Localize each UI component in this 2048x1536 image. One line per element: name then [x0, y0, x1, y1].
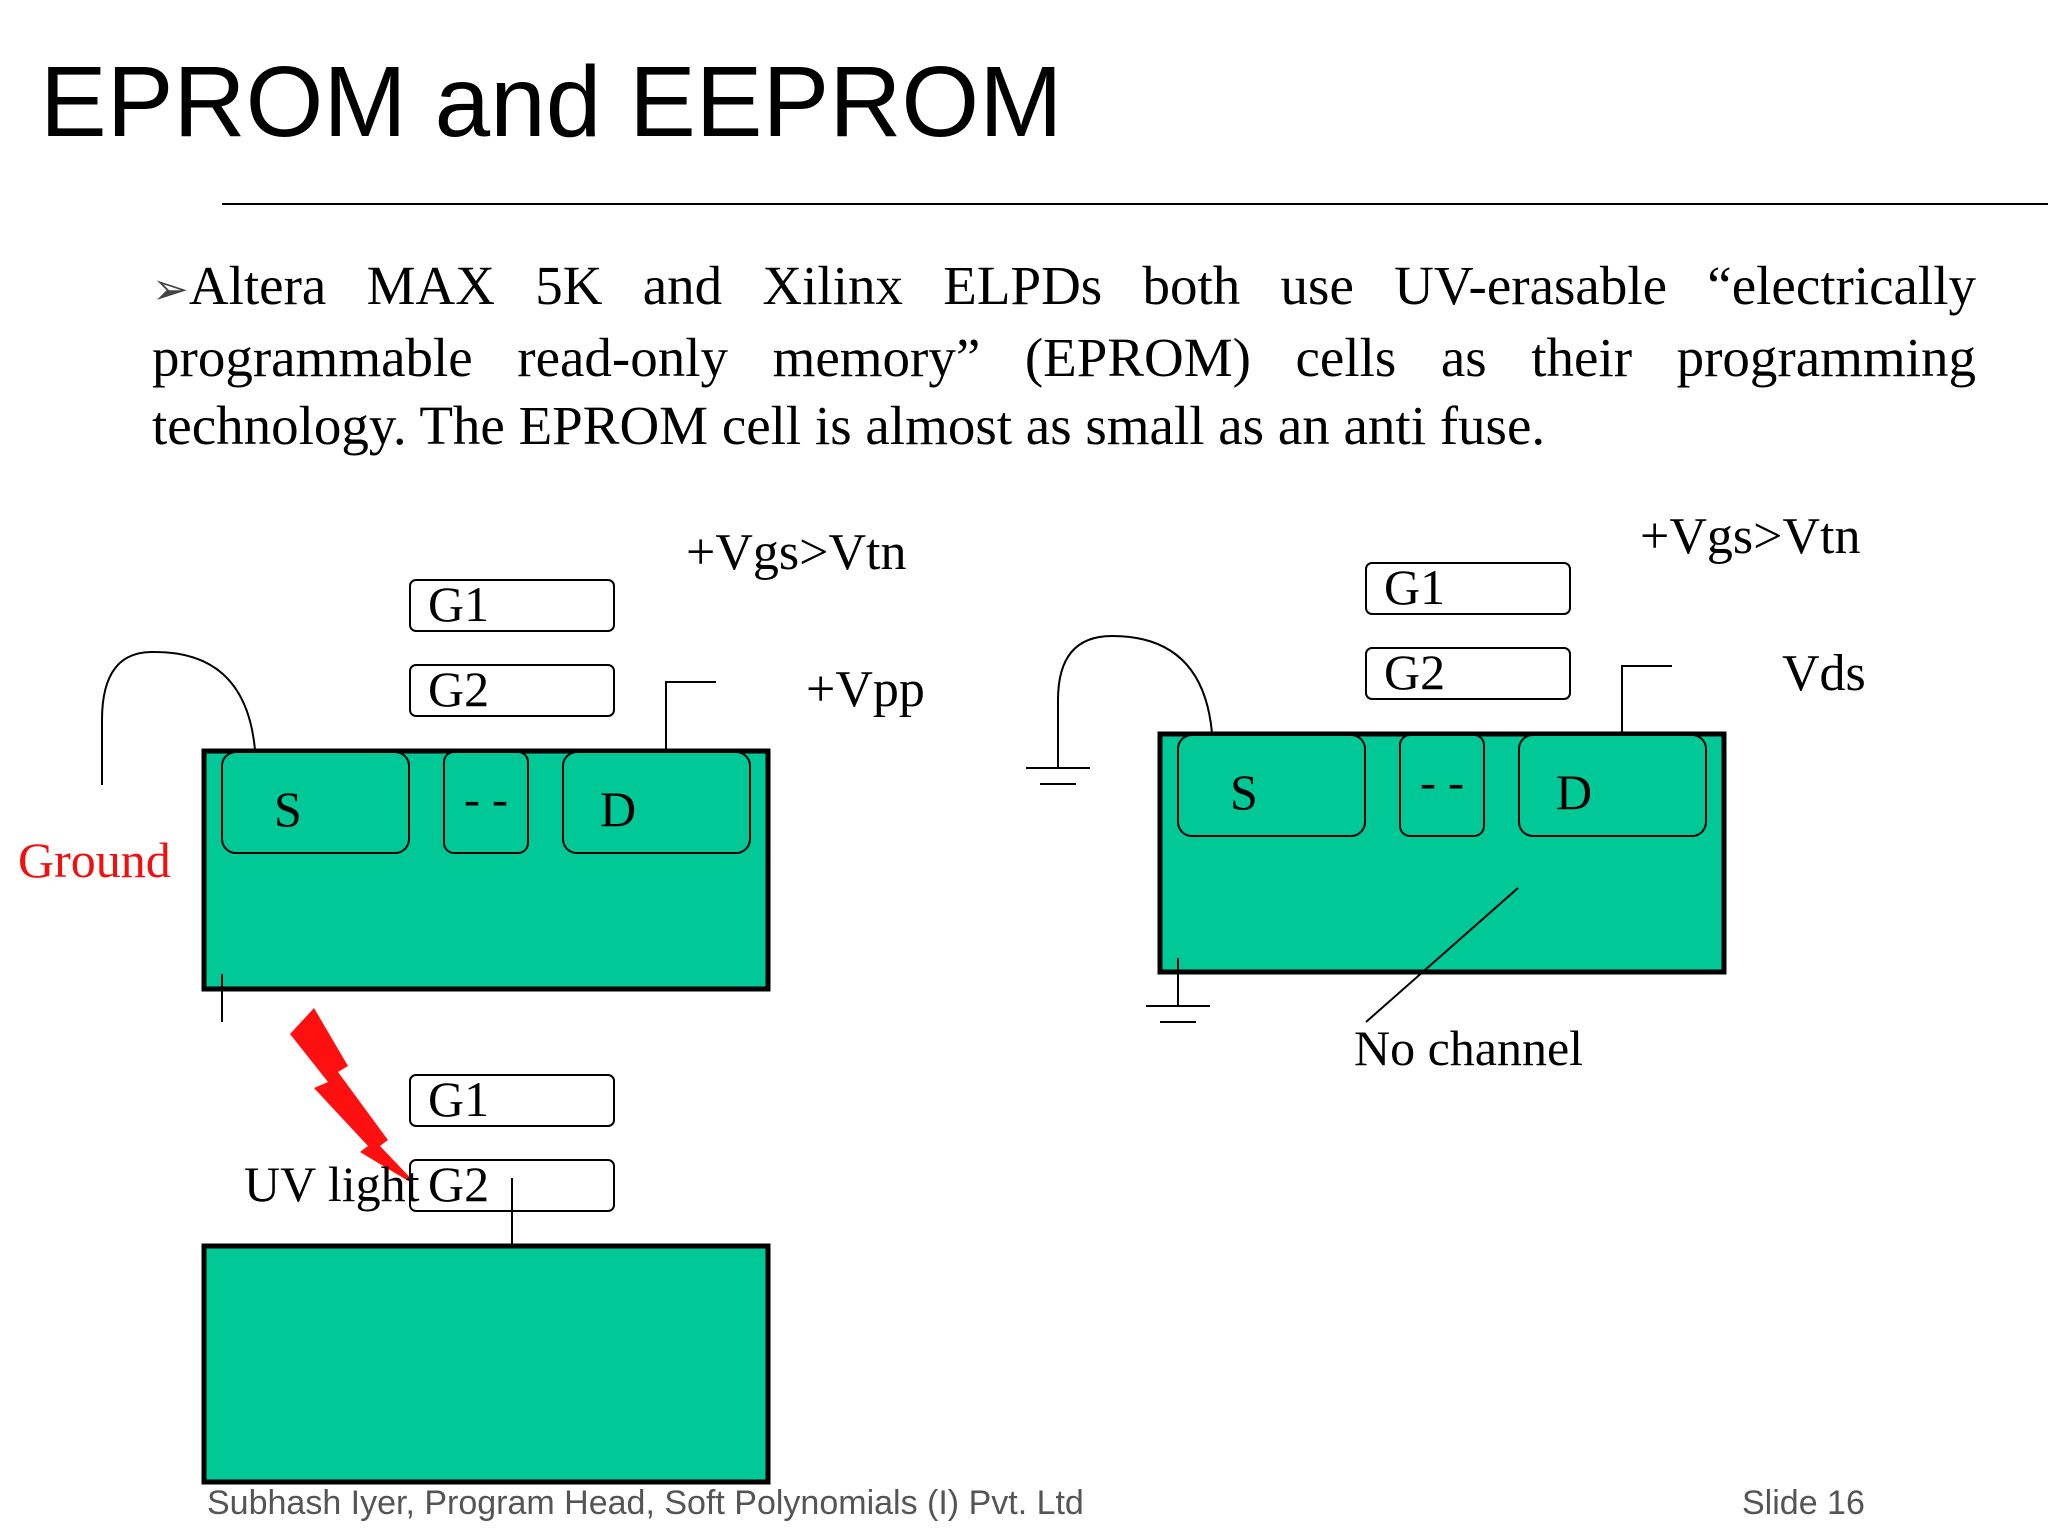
no-channel-label: No channel — [1354, 1020, 1583, 1076]
uv-light-label: UV light — [244, 1156, 420, 1212]
no-channel-pointer-line — [1365, 887, 1519, 1023]
erase-cell: G1 G2 UV light — [201, 1008, 771, 1485]
right-drain-voltage-label: Vds — [1782, 645, 1866, 702]
left-gate1-label: G1 — [428, 576, 489, 632]
right-gate2-label: G2 — [1384, 644, 1445, 700]
right-channel-region — [1399, 734, 1485, 837]
left-drain-voltage-label: +Vpp — [806, 661, 925, 718]
left-source-region — [221, 751, 410, 854]
left-source-label: S — [274, 781, 302, 837]
left-gate2-box — [409, 664, 615, 717]
bullet-text: Altera MAX 5K and Xilinx ELPDs both use … — [152, 255, 1976, 456]
right-source-region — [1177, 734, 1366, 837]
left-drain-label: D — [600, 781, 636, 837]
right-cell: +Vgs>Vtn G1 G2 Vds S - - D — [1026, 508, 1866, 1076]
erase-gate2-label: G2 — [428, 1156, 489, 1212]
slide-title: EPROM and EEPROM — [40, 46, 1063, 158]
right-source-wire — [1057, 634, 1213, 768]
right-body-ground-icon — [1146, 1005, 1210, 1023]
left-ground-label: Ground — [18, 832, 171, 888]
left-cell: +Vgs>Vtn G1 G2 +Vpp S - - D Ground — [18, 524, 925, 1022]
right-channel-label: - - — [1420, 756, 1464, 809]
right-gate2-box — [1365, 647, 1571, 700]
right-source-ground-icon — [1026, 767, 1090, 785]
right-gate-voltage-label: +Vgs>Vtn — [1640, 508, 1860, 565]
left-channel-label: - - — [464, 773, 508, 826]
erase-gate1-box — [409, 1074, 615, 1127]
right-drain-wire — [1621, 665, 1672, 733]
right-drain-region — [1518, 734, 1707, 837]
left-gate-voltage-label: +Vgs>Vtn — [686, 524, 906, 581]
left-gate1-box — [409, 579, 615, 632]
erase-gate1-label: G1 — [428, 1071, 489, 1127]
footer-author: Subhash Iyer, Program Head, Soft Polynom… — [207, 1484, 1084, 1522]
right-gate1-label: G1 — [1384, 559, 1445, 615]
arrow-bullet-icon: ➢ — [152, 264, 189, 315]
right-gate1-box — [1365, 562, 1571, 615]
erase-substrate — [201, 1243, 771, 1485]
right-source-label: S — [1230, 764, 1258, 820]
lightning-bolt-icon — [290, 1008, 420, 1188]
left-gate2-label: G2 — [428, 661, 489, 717]
left-ground-wire — [101, 650, 256, 785]
bullet-paragraph: ➢Altera MAX 5K and Xilinx ELPDs both use… — [152, 252, 1976, 460]
footer-slide-number: Slide 16 — [1742, 1484, 1865, 1522]
title-divider — [222, 203, 2048, 205]
right-drain-label: D — [1556, 764, 1592, 820]
left-drain-wire — [665, 681, 716, 750]
left-drain-region — [562, 751, 751, 854]
left-channel-region — [443, 751, 529, 854]
